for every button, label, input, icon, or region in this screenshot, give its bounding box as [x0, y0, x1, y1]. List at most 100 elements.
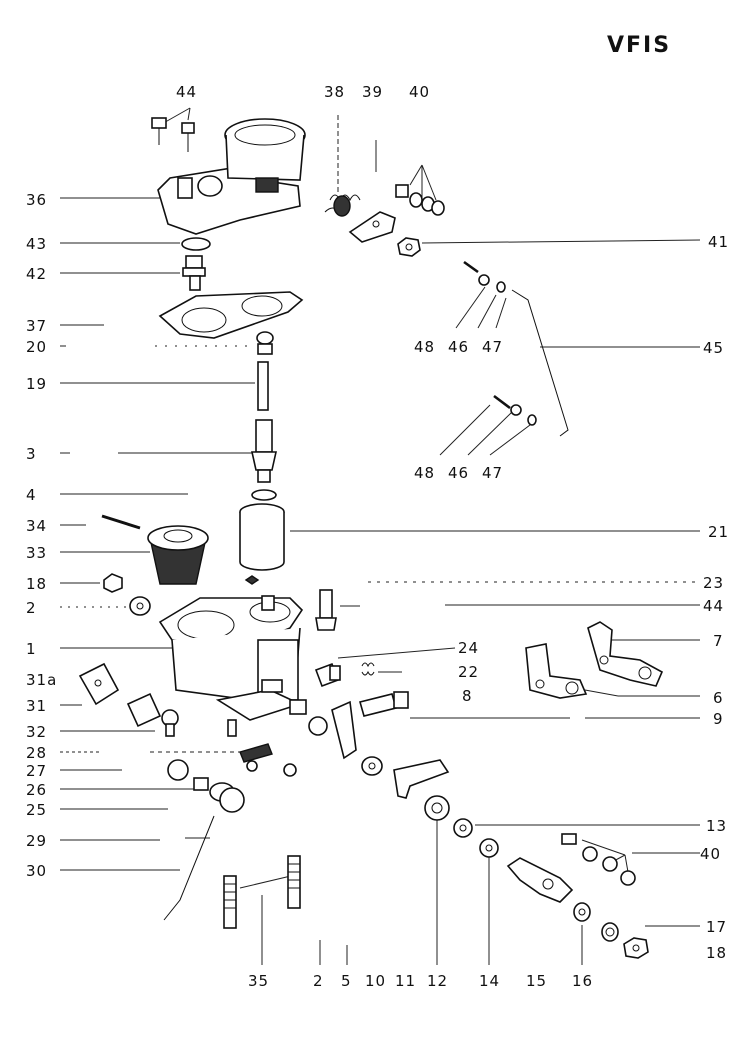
- part-washer-14: [479, 838, 499, 858]
- callout-14: 14: [479, 972, 500, 990]
- callout-18-left: 18: [26, 575, 47, 593]
- part-clip-31a: [78, 662, 120, 706]
- callout-8: 8: [462, 687, 473, 705]
- callout-16: 16: [572, 972, 593, 990]
- part-washer-16: [573, 902, 591, 922]
- callout-31: 31: [26, 697, 47, 715]
- callout-37: 37: [26, 317, 47, 335]
- callout-30: 30: [26, 862, 47, 880]
- part-jet-20: [256, 331, 274, 355]
- callout-33: 33: [26, 544, 47, 562]
- callout-40-top: 40: [409, 83, 430, 101]
- part-jet-26: [193, 777, 245, 813]
- callout-25: 25: [26, 801, 47, 819]
- part-nut-41: [397, 237, 421, 257]
- callout-18-right: 18: [706, 944, 727, 962]
- callout-32: 32: [26, 723, 47, 741]
- part-valve-42: [182, 255, 206, 291]
- part-washer-10b: [361, 756, 383, 776]
- part-tube-19: [257, 361, 269, 411]
- callout-26: 26: [26, 781, 47, 799]
- callout-9: 9: [713, 710, 724, 728]
- callout-12: 12: [427, 972, 448, 990]
- part-pins-48-46-47: [463, 260, 537, 426]
- callout-labels: 44 38 39 40 36 43 42 41 37 20 19 3 4 48 …: [26, 83, 729, 990]
- callout-46-lower: 46: [448, 464, 469, 482]
- part-screw-44-mid: [315, 589, 337, 631]
- callout-41: 41: [708, 233, 729, 251]
- callout-45: 45: [703, 339, 724, 357]
- part-oring-43: [181, 237, 211, 251]
- callout-35: 35: [248, 972, 269, 990]
- part-nut-12: [424, 795, 450, 821]
- part-screw-8: [359, 691, 409, 717]
- part-screw-washers-40-low: [561, 833, 636, 886]
- callout-19: 19: [26, 375, 47, 393]
- callout-6: 6: [713, 689, 724, 707]
- callout-44-top: 44: [176, 83, 197, 101]
- callout-48-upper: 48: [414, 338, 435, 356]
- callout-22: 22: [458, 663, 479, 681]
- callout-11: 11: [395, 972, 416, 990]
- callout-3: 3: [26, 445, 37, 463]
- part-nut-18-left: [103, 573, 123, 593]
- part-studs-35: [223, 855, 301, 929]
- leader-lines: [60, 107, 701, 965]
- part-pump-rod-45: [511, 289, 569, 437]
- part-screw-washers-40: [395, 184, 445, 216]
- callout-42: 42: [26, 265, 47, 283]
- part-lever-6: [525, 643, 588, 699]
- part-washer-9: [308, 716, 328, 736]
- part-washer-13: [453, 818, 473, 838]
- callout-39: 39: [362, 83, 383, 101]
- part-plug-27: [167, 759, 258, 781]
- callout-7: 7: [713, 632, 724, 650]
- callout-5: 5: [341, 972, 352, 990]
- callout-21: 21: [708, 523, 729, 541]
- callout-2-left: 2: [26, 599, 37, 617]
- part-lever-39: [348, 211, 396, 243]
- callout-48-lower: 48: [414, 464, 435, 482]
- part-choke-tube-21: [239, 503, 285, 571]
- part-lever-10: [331, 700, 357, 760]
- part-plug-30: [283, 763, 297, 777]
- part-spring-38: [324, 194, 361, 217]
- callout-36: 36: [26, 191, 47, 209]
- callout-2-bottom: 2: [313, 972, 324, 990]
- callout-20: 20: [26, 338, 47, 356]
- callout-38: 38: [324, 83, 345, 101]
- part-gasket-37: [158, 291, 304, 339]
- callout-47-lower: 47: [482, 464, 503, 482]
- part-lever-15: [506, 857, 574, 903]
- callout-1: 1: [26, 640, 37, 658]
- callout-29: 29: [26, 832, 47, 850]
- callout-27: 27: [26, 762, 47, 780]
- callout-44-mid: 44: [703, 597, 724, 615]
- part-lever-7: [587, 621, 664, 687]
- part-screw-24: [314, 662, 341, 688]
- callout-23: 23: [703, 574, 724, 592]
- part-needle-23: [244, 575, 260, 585]
- part-wire-29: [163, 815, 215, 921]
- part-clip-31: [126, 692, 162, 728]
- callout-40-lower: 40: [700, 845, 721, 863]
- part-emulsion-tube-3: [251, 419, 277, 483]
- callout-43: 43: [26, 235, 47, 253]
- callout-28: 28: [26, 744, 47, 762]
- part-nut-18-right: [623, 937, 649, 959]
- part-washer-17: [601, 922, 619, 942]
- part-lever-11: [393, 759, 450, 799]
- diagram-title: VFIS: [607, 33, 671, 58]
- part-spring-22: [361, 662, 375, 676]
- callout-34: 34: [26, 517, 47, 535]
- callout-24: 24: [458, 639, 479, 657]
- callout-10: 10: [365, 972, 386, 990]
- part-filter-33: [147, 525, 209, 585]
- part-washer-2-left: [129, 596, 151, 616]
- callout-31a: 31a: [26, 671, 57, 689]
- part-screws-44: [151, 117, 195, 152]
- callout-15: 15: [526, 972, 547, 990]
- callout-4: 4: [26, 486, 37, 504]
